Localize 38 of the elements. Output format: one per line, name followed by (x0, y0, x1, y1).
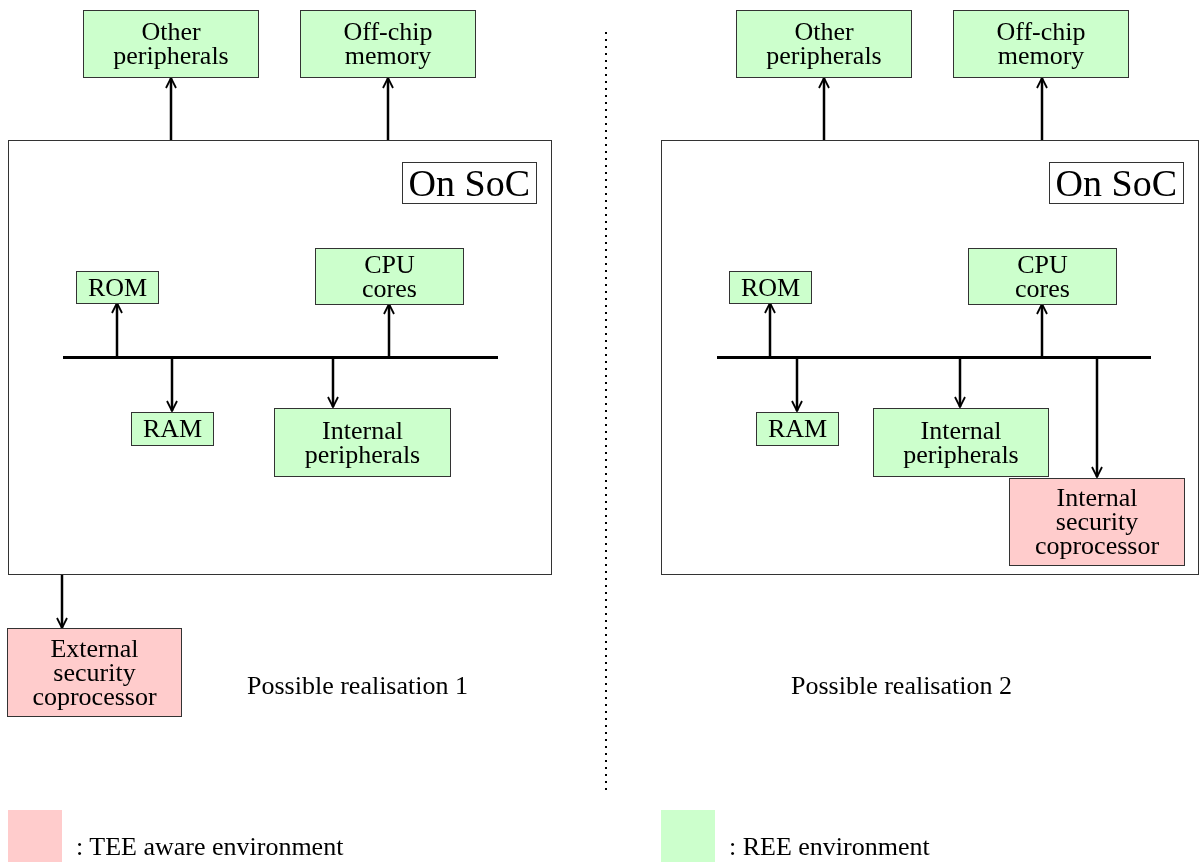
arrow (791, 356, 803, 412)
arrow (166, 356, 178, 412)
soc-boundary (8, 140, 552, 575)
arrow (383, 303, 395, 357)
soc-title: On SoC (401, 162, 537, 204)
arrow (327, 356, 339, 408)
component-box: Other peripherals (83, 10, 259, 78)
component-box: Off-chip memory (300, 10, 476, 78)
bus-line (717, 356, 1151, 359)
arrow (1036, 303, 1048, 357)
arrow (1091, 356, 1103, 478)
soc-title: On SoC (1048, 162, 1184, 204)
component-box: ROM (729, 271, 812, 304)
component-box: External security coprocessor (7, 628, 182, 717)
caption-text: Possible realisation 1 (247, 670, 468, 702)
component-box: Off-chip memory (953, 10, 1129, 78)
component-box: ROM (76, 271, 159, 304)
component-box: CPU cores (315, 248, 464, 305)
arrow (56, 575, 68, 629)
arrow (818, 77, 830, 140)
component-box: Internal peripherals (873, 408, 1049, 477)
soc-boundary (661, 140, 1199, 575)
arrow (764, 302, 776, 357)
component-box: RAM (131, 412, 214, 446)
component-box: Internal security coprocessor (1009, 478, 1185, 566)
arrow (1036, 77, 1048, 140)
component-box: Internal peripherals (274, 408, 451, 477)
arrow (954, 356, 966, 408)
caption-text: Possible realisation 2 (791, 670, 1012, 702)
component-box: RAM (756, 412, 839, 446)
arrow (382, 77, 394, 140)
legend-text: : REE environment (729, 832, 930, 862)
arrow (165, 77, 177, 140)
legend-text: : TEE aware environment (76, 832, 344, 862)
arrow (111, 302, 123, 357)
component-box: Other peripherals (736, 10, 912, 78)
component-box: CPU cores (968, 248, 1117, 305)
bus-line (63, 356, 498, 359)
